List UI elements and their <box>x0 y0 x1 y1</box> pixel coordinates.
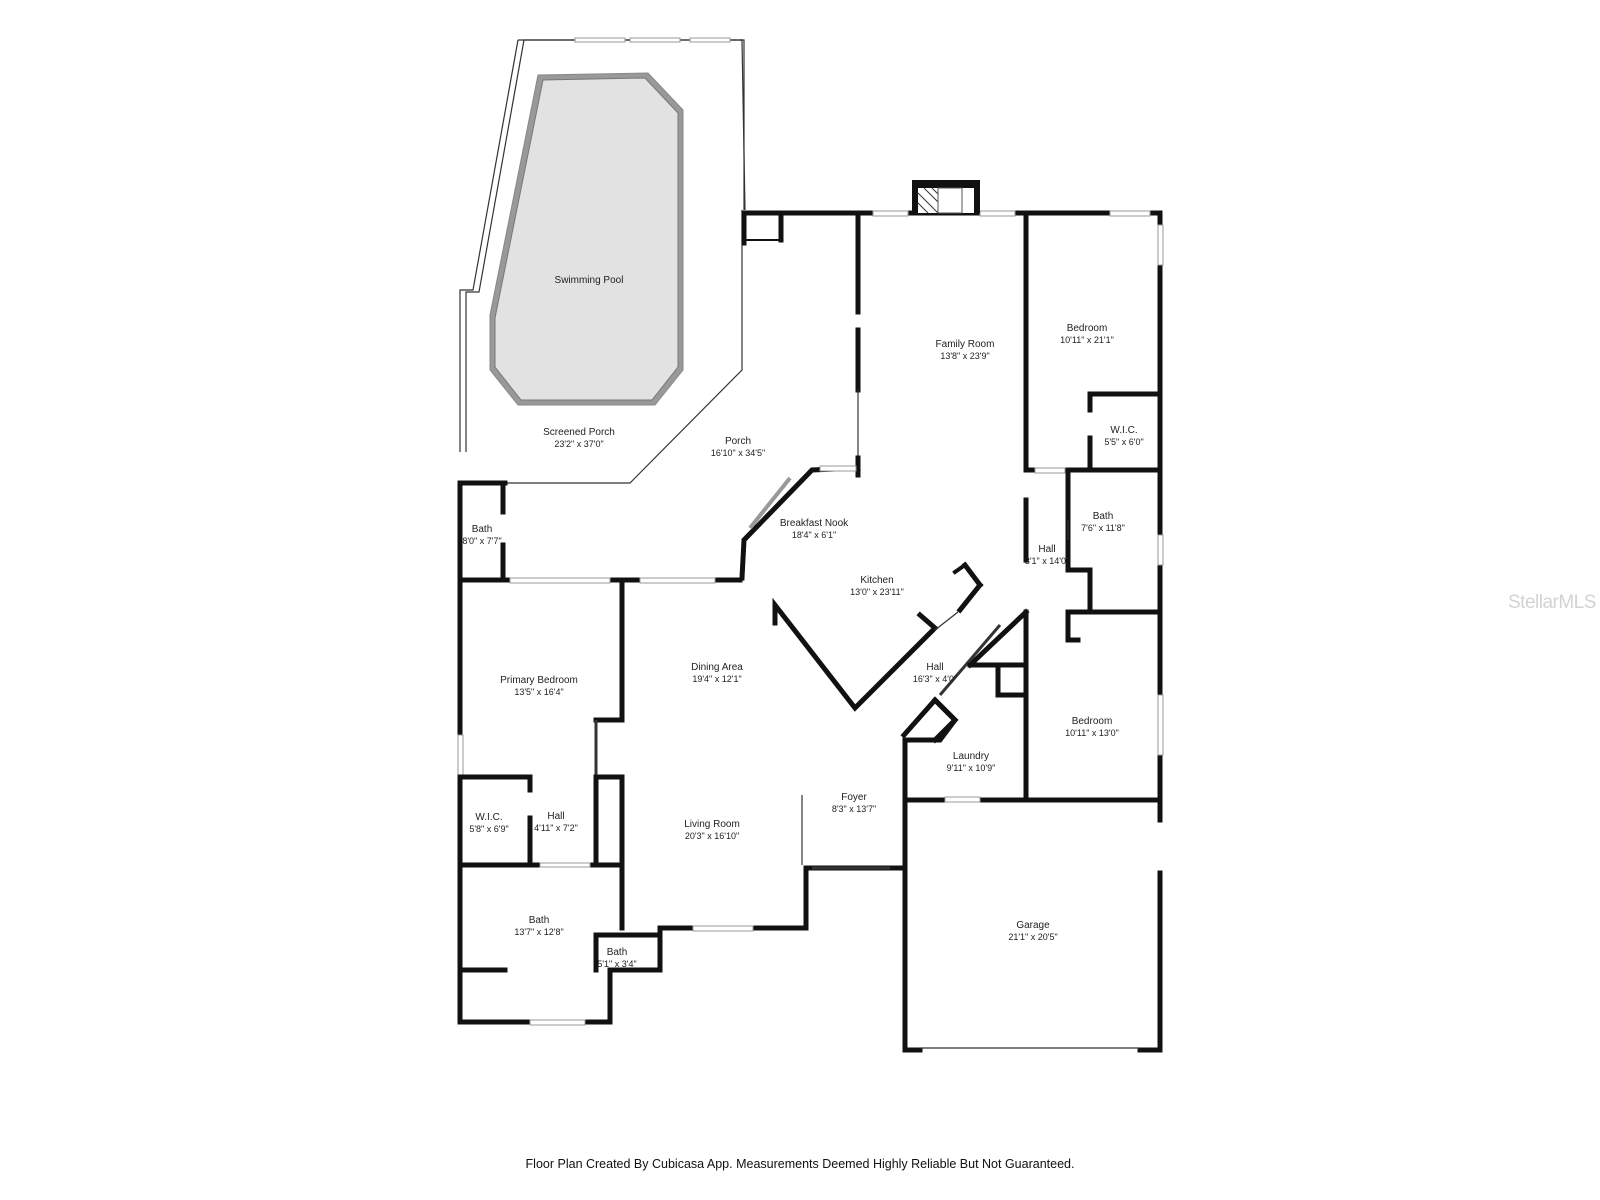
svg-text:13'0" x 23'11": 13'0" x 23'11" <box>850 587 904 597</box>
svg-text:Laundry: Laundry <box>953 751 989 762</box>
svg-text:Family Room: Family Room <box>936 339 995 350</box>
svg-text:13'8" x 23'9": 13'8" x 23'9" <box>940 351 989 361</box>
exterior-walls <box>457 180 1164 1025</box>
svg-text:23'2" x 37'0": 23'2" x 37'0" <box>554 439 603 449</box>
svg-text:Bath: Bath <box>607 947 628 958</box>
svg-text:Hall: Hall <box>547 811 564 822</box>
svg-text:Bath: Bath <box>529 915 550 926</box>
svg-text:Foyer: Foyer <box>841 792 867 803</box>
svg-text:21'1" x 20'5": 21'1" x 20'5" <box>1008 932 1057 942</box>
svg-text:Primary Bedroom: Primary Bedroom <box>500 675 578 686</box>
swimming-pool <box>489 72 684 406</box>
svg-text:5'1" x 3'4": 5'1" x 3'4" <box>597 959 636 969</box>
svg-text:Garage: Garage <box>1016 920 1050 931</box>
svg-text:Hall: Hall <box>1038 544 1055 555</box>
svg-text:Breakfast Nook: Breakfast Nook <box>780 518 849 529</box>
svg-text:4'11" x 7'2": 4'11" x 7'2" <box>534 823 578 833</box>
screened-porch-enclosure <box>459 37 746 452</box>
svg-text:Bath: Bath <box>1093 511 1114 522</box>
svg-text:Bedroom: Bedroom <box>1067 323 1108 334</box>
svg-text:Porch: Porch <box>725 436 751 447</box>
svg-text:Hall: Hall <box>926 662 943 673</box>
svg-text:Dining Area: Dining Area <box>691 662 743 673</box>
svg-text:W.I.C.: W.I.C. <box>1110 425 1137 436</box>
svg-text:10'11" x 21'1": 10'11" x 21'1" <box>1060 335 1114 345</box>
svg-text:8'0" x 7'7": 8'0" x 7'7" <box>462 536 501 546</box>
svg-text:5'8" x 6'9": 5'8" x 6'9" <box>469 824 508 834</box>
svg-text:Swimming Pool: Swimming Pool <box>555 275 624 286</box>
svg-text:Bedroom: Bedroom <box>1072 716 1113 727</box>
svg-text:19'4" x 12'1": 19'4" x 12'1" <box>692 674 741 684</box>
svg-text:13'5" x 16'4": 13'5" x 16'4" <box>514 687 563 697</box>
svg-text:Kitchen: Kitchen <box>860 575 893 586</box>
svg-text:Bath: Bath <box>472 524 493 535</box>
pool-deck-edge <box>460 210 743 484</box>
svg-text:9'11" x 10'9": 9'11" x 10'9" <box>947 763 996 773</box>
watermark: StellarMLS <box>1508 592 1596 613</box>
svg-text:10'11" x 13'0": 10'11" x 13'0" <box>1065 728 1119 738</box>
svg-text:20'3" x 16'10": 20'3" x 16'10" <box>685 831 739 841</box>
svg-text:Living Room: Living Room <box>684 819 740 830</box>
label-swimming-pool: Swimming Pool <box>555 275 624 286</box>
svg-text:18'4" x 6'1": 18'4" x 6'1" <box>792 530 836 540</box>
svg-text:5'5" x 6'0": 5'5" x 6'0" <box>1104 437 1143 447</box>
svg-text:W.I.C.: W.I.C. <box>475 812 502 823</box>
label-wic-ne: W.I.C.5'5" x 6'0" <box>1104 425 1143 447</box>
svg-text:16'10" x 34'5": 16'10" x 34'5" <box>711 448 765 458</box>
svg-text:16'3" x 4'0": 16'3" x 4'0" <box>913 674 957 684</box>
svg-text:3'1" x 14'0": 3'1" x 14'0" <box>1025 556 1069 566</box>
svg-text:Screened Porch: Screened Porch <box>543 427 615 438</box>
interior-walls <box>457 210 1163 1053</box>
svg-text:8'3" x 13'7": 8'3" x 13'7" <box>832 804 876 814</box>
svg-text:13'7" x 12'8": 13'7" x 12'8" <box>514 927 563 937</box>
svg-text:7'6" x 11'8": 7'6" x 11'8" <box>1081 523 1125 533</box>
label-wic-w: W.I.C.5'8" x 6'9" <box>469 812 508 834</box>
footer-disclaimer: Floor Plan Created By Cubicasa App. Meas… <box>525 1157 1075 1171</box>
